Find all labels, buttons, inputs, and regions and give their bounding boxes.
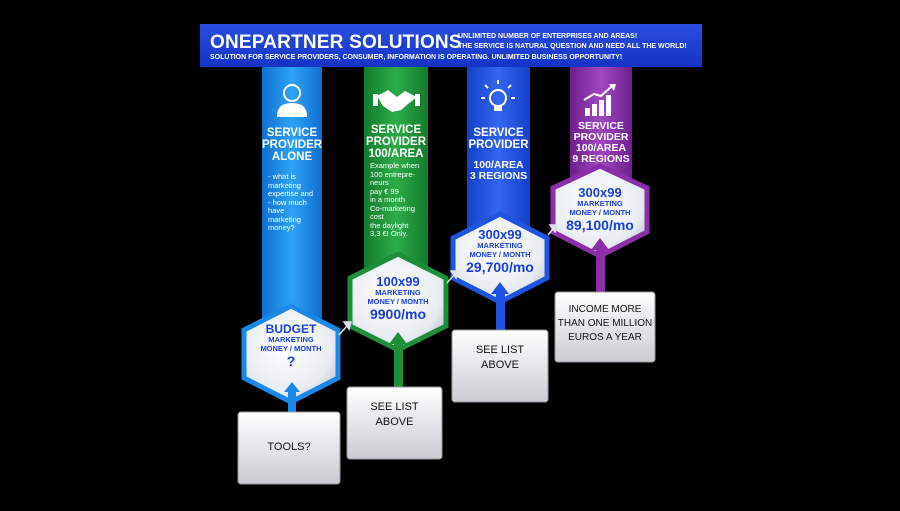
- handshake-icon: [373, 90, 420, 112]
- desc-line: expertise and: [268, 189, 314, 198]
- hex2-value: 9900/mo: [369, 306, 427, 322]
- desc-line: Example when: [370, 161, 420, 170]
- hex4-label: 300x99 MARKETING MONEY / MONTH 89,100/mo: [555, 186, 645, 234]
- hex2-title: 100x99: [376, 274, 420, 289]
- box-col1-bg: [237, 411, 341, 485]
- hex3-value: 29,700/mo: [466, 259, 534, 275]
- box-line: TOOLS?: [267, 441, 311, 453]
- col4-title-line1: SERVICE: [578, 120, 624, 132]
- col3-description: 100/AREA 3 REGIONS: [467, 160, 530, 182]
- desc-line: the daylight: [370, 220, 409, 230]
- desc-line: 100 entrepre-: [370, 169, 416, 179]
- up-arrow-col1: [284, 382, 300, 414]
- col1-title: SERVICE PROVIDER ALONE: [262, 127, 322, 163]
- hex2-sub2: MONEY / MONTH: [367, 296, 429, 306]
- box-line: ABOVE: [375, 416, 414, 428]
- lightbulb-icon: [481, 80, 515, 111]
- hex4-value: 89,100/mo: [566, 217, 634, 233]
- desc-line: neurs: [370, 178, 389, 187]
- desc-line: 3,3 €! Only.: [370, 229, 408, 238]
- col2-title-line1: SERVICE: [370, 124, 422, 136]
- hex3-sub2: MONEY / MONTH: [469, 249, 531, 259]
- hex1-value: ?: [286, 353, 296, 369]
- desc-line: - what is: [268, 172, 296, 181]
- desc-line: in a month: [370, 195, 406, 204]
- box-col1: TOOLS?: [238, 440, 340, 455]
- ribbon-col4: [570, 67, 632, 202]
- box-col3-bg: [451, 329, 549, 403]
- box-col4-bg: [554, 291, 656, 363]
- desc-line: marketing: [268, 214, 301, 224]
- connector-arrow-1: [338, 325, 348, 336]
- growth-chart-icon: [583, 84, 616, 116]
- col3-title-line2: PROVIDER: [468, 139, 529, 151]
- hex3-label: 300x99 MARKETING MONEY / MONTH 29,700/mo: [455, 228, 545, 276]
- hex1-sub1: MARKETING: [268, 335, 314, 344]
- header-banner: [200, 24, 702, 67]
- desc-line: 9 REGIONS: [572, 153, 630, 165]
- person-icon: [276, 84, 308, 117]
- ribbon-col1: [262, 67, 322, 332]
- desc-line: Co-marketing: [370, 203, 416, 213]
- connector-arrow-2: [446, 274, 455, 284]
- desc-line: 100/AREA: [473, 159, 524, 171]
- hex4-sub1: MARKETING: [577, 199, 623, 208]
- desc-line: cost: [370, 212, 384, 221]
- col1-title-line1: SERVICE: [266, 127, 318, 139]
- box-line: SEE LIST: [475, 344, 525, 356]
- col4-title-line3: 100/AREA: [575, 142, 627, 154]
- ribbon-col2: [364, 67, 428, 282]
- box-line: ABOVE: [481, 359, 519, 371]
- hex2-label: 100x99 MARKETING MONEY / MONTH 9900/mo: [352, 275, 444, 323]
- col1-title-line2: PROVIDER: [262, 139, 323, 151]
- box-line: EUROS A YEAR: [568, 332, 642, 343]
- desc-line: marketing: [268, 180, 301, 190]
- desc-line: pay € 99: [370, 186, 399, 196]
- box-col3: SEE LIST ABOVE: [452, 343, 548, 373]
- col4-title: SERVICE PROVIDER 100/AREA 9 REGIONS: [570, 121, 632, 165]
- hex4-title: 300x99: [578, 185, 622, 200]
- up-arrow-col4: [591, 238, 609, 298]
- page-title: ONEPARTNER SOLUTIONS: [210, 32, 462, 53]
- col2-title-line3: 100/AREA: [368, 148, 424, 160]
- box-col4: INCOME MORE THAN ONE MILLION EUROS A YEA…: [555, 303, 655, 345]
- hex4-sub2: MONEY / MONTH: [569, 207, 631, 217]
- box-line: SEE LIST: [370, 401, 419, 413]
- box-line: INCOME MORE: [568, 304, 642, 315]
- up-arrow-col3: [491, 282, 509, 336]
- tagline-1: UNLIMITED NUMBER OF ENTERPRISES AND AREA…: [458, 33, 638, 40]
- col4-title-line2: PROVIDER: [573, 131, 629, 143]
- box-line: THAN ONE MILLION: [557, 318, 653, 329]
- col3-title: SERVICE PROVIDER: [467, 127, 530, 151]
- hex3-title: 300x99: [478, 227, 522, 242]
- tagline-2: THE SERVICE IS NATURAL QUESTION AND NEED…: [458, 43, 687, 50]
- up-arrow-col2: [389, 332, 407, 392]
- hex1-sub2: MONEY / MONTH: [260, 343, 322, 353]
- col3-title-line1: SERVICE: [473, 127, 524, 139]
- desc-line: have: [268, 206, 285, 215]
- col1-description: - what is marketing expertise and - how …: [268, 172, 322, 233]
- box-col2-bg: [346, 386, 443, 460]
- desc-line: - how much: [268, 197, 307, 207]
- col1-title-line3: ALONE: [271, 151, 313, 163]
- tagline-3: SOLUTION FOR SERVICE PROVIDERS, CONSUMER…: [210, 54, 623, 61]
- desc-line: 3 REGIONS: [469, 170, 528, 182]
- col2-title-line2: PROVIDER: [365, 136, 427, 148]
- col2-title: SERVICE PROVIDER 100/AREA: [364, 124, 428, 160]
- box-col2: SEE LIST ABOVE: [347, 400, 442, 430]
- ribbon-col3: [467, 67, 530, 242]
- hex3-sub1: MARKETING: [477, 241, 523, 250]
- connector-arrow-3: [547, 228, 554, 236]
- hex1-title: BUDGET: [265, 322, 317, 336]
- col2-description: Example when 100 entrepre- neurs pay € 9…: [370, 161, 428, 239]
- hex2-sub1: MARKETING: [375, 288, 421, 297]
- hex1-label: BUDGET MARKETING MONEY / MONTH ?: [246, 322, 336, 370]
- desc-line: money?: [268, 223, 295, 232]
